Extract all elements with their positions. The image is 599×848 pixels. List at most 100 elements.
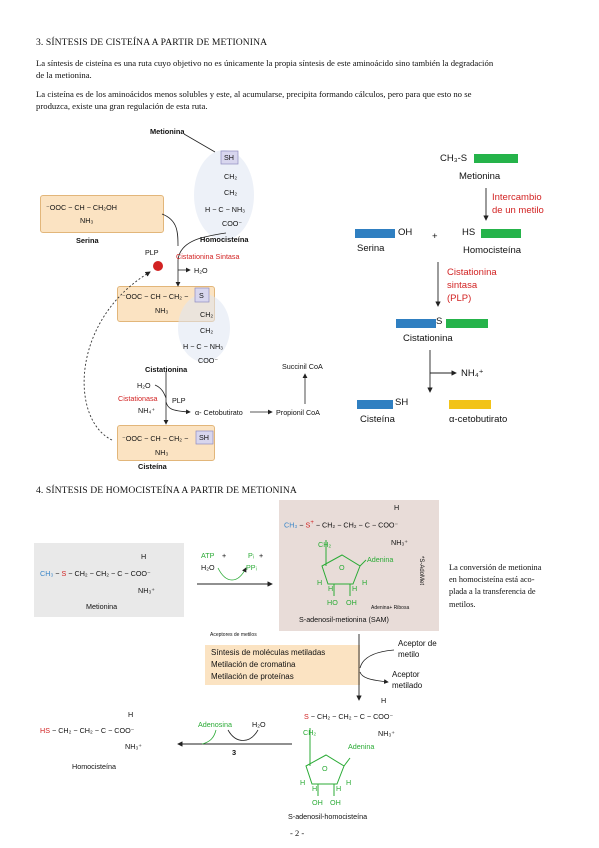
- serina-box: [40, 195, 164, 233]
- ch2-b: CH₂: [224, 188, 238, 197]
- serina-formula: ⁻OOC − CH − CH₂OH: [46, 203, 117, 212]
- h2o-4-label: H₂O: [252, 720, 266, 729]
- succinil-label: Succinil CoA: [282, 362, 323, 371]
- sah-h4: H: [346, 778, 352, 787]
- serina-label: Serina: [76, 236, 99, 245]
- homocisteina-green-bar: [481, 229, 521, 238]
- cistationina-label: Cistationina: [145, 365, 188, 374]
- cisteina-nh3: NH₃: [155, 448, 169, 457]
- homocisteina-label-2: Homocisteína: [463, 245, 522, 256]
- met-label: Metionina: [86, 602, 118, 611]
- hom-formula: HS − CH₂ − CH₂ − C − COO⁻: [40, 726, 135, 735]
- h2o-label: H₂O: [194, 266, 208, 275]
- aceptores-box: [205, 645, 360, 685]
- sah-adenina: Adenina: [348, 742, 375, 751]
- metionina-green-bar: [474, 154, 518, 163]
- met-ch3: CH₃: [40, 569, 54, 578]
- ch2-d: CH₂: [200, 326, 214, 335]
- sah-oh1: OH: [312, 798, 323, 807]
- side-line4: metilos.: [449, 599, 476, 609]
- coo-2: COO⁻: [198, 356, 219, 365]
- cetobutirato-label: α- Cetobutirato: [195, 408, 243, 417]
- sah-h2: H: [312, 784, 318, 793]
- cisteina-label: Cisteína: [138, 462, 167, 471]
- sah-h1: H: [300, 778, 306, 787]
- hc-line-2: H − C − NH₃: [183, 342, 224, 351]
- cistationina-formula: ⁻OOC − CH − CH₂ −: [122, 292, 189, 301]
- ring-ho: HO: [327, 598, 338, 607]
- cistationasa-label: Cistationasa: [118, 394, 158, 403]
- nh4-label: NH₄⁺: [138, 406, 156, 415]
- sh-group: SH: [224, 153, 234, 162]
- sam-h: H: [394, 503, 400, 512]
- ch3s-label: CH₃-S: [440, 153, 468, 164]
- homocisteina-label: Homocisteína: [200, 235, 249, 244]
- oh-label: OH: [398, 227, 413, 238]
- ring-oh: OH: [346, 598, 357, 607]
- section3-heading: 3. SÍNTESIS DE CISTEÍNA A PARTIR DE METI…: [36, 37, 268, 48]
- sah-o: O: [322, 764, 328, 773]
- sadomet-label: *S-AdoMet: [418, 556, 424, 586]
- plus-2: +: [259, 551, 264, 560]
- cistationina-green-bar: [446, 319, 488, 328]
- sh-2-group: SH: [199, 433, 209, 442]
- para2-line2: produzca, existe una gran regulación de …: [36, 100, 208, 111]
- coo-1: COO⁻: [222, 219, 243, 228]
- acc-line3: Metilación de proteínas: [211, 672, 294, 681]
- cist-sintasa-l3: (PLP): [447, 293, 472, 304]
- sah-formula: S − CH₂ − CH₂ − C − COO⁻: [304, 712, 394, 721]
- sah-label: S-adenosil-homocisteína: [288, 812, 368, 821]
- intercambio-l1: Intercambio: [492, 192, 542, 203]
- cistationina-blue-bar: [396, 319, 436, 328]
- hom-rest: CH₂ − CH₂ − C − COO⁻: [58, 726, 135, 735]
- adenina-ribosa: Adenina+ Ribosa: [371, 605, 410, 611]
- sam-ch2: CH₂: [318, 540, 332, 549]
- met-nh3: NH₃⁺: [138, 586, 156, 595]
- hom-nh3: NH₃⁺: [125, 742, 143, 751]
- cistationina-label-2: Cistationina: [403, 333, 453, 344]
- met-h: H: [141, 552, 147, 561]
- ring-h3: H: [352, 584, 358, 593]
- ring-h4: H: [362, 578, 368, 587]
- met-rest: CH₂ − CH₂ − C − COO⁻: [74, 569, 151, 578]
- cist-sintasa-l1: Cistationina: [447, 267, 497, 278]
- adenosina-label: Adenosina: [198, 720, 232, 729]
- h2o-3-label: H₂O: [201, 563, 215, 572]
- plp-2-label: PLP: [172, 396, 186, 405]
- serina-nh3: NH₃: [80, 216, 94, 225]
- serina-label-2: Serina: [357, 243, 385, 254]
- pi-label: Pᵢ: [248, 551, 254, 560]
- ppi-label: PPᵢ: [246, 563, 257, 572]
- propionil-label: Propionil CoA: [276, 408, 320, 417]
- atp-label: ATP: [201, 551, 215, 560]
- sah-nh3: NH₃⁺: [378, 729, 396, 738]
- plus-1: +: [222, 551, 227, 560]
- para1-line2: de la metionina.: [36, 69, 92, 80]
- aceptor-l1: Aceptor de: [398, 639, 437, 648]
- sah-ch2: CH₂: [303, 728, 317, 737]
- sam-plus: +: [310, 520, 314, 526]
- sah-rest: CH₂ − CH₂ − C − COO⁻: [317, 712, 394, 721]
- sah-h: H: [381, 696, 387, 705]
- met-formula: CH₃ − S − CH₂ − CH₂ − C − COO⁻: [40, 569, 151, 578]
- aceptores-title: Aceptores de metilos: [210, 632, 257, 638]
- s-group: S: [199, 291, 204, 300]
- paragraph-1: La síntesis de cisteína es una ruta cuyo…: [36, 58, 563, 81]
- hc-line-1: H − C − NH₃: [205, 205, 246, 214]
- serina-blue-bar: [355, 229, 395, 238]
- cisteina-formula: ⁻OOC − CH − CH₂ −: [122, 434, 189, 443]
- para1-line1: La síntesis de cisteína es una ruta cuyo…: [36, 58, 494, 68]
- side-line1: La conversión de metionina: [449, 563, 542, 572]
- step-number: 3: [232, 748, 237, 757]
- section4-heading: 4. SÍNTESIS DE HOMOCISTEÍNA A PARTIR DE …: [36, 485, 297, 496]
- acc-line2: Metilación de cromatina: [211, 660, 296, 669]
- cetobutirato-yellow-bar: [449, 400, 491, 409]
- sah-oh2: OH: [330, 798, 341, 807]
- s-label: S: [436, 316, 443, 327]
- sam-ch3: CH₃: [284, 520, 298, 530]
- side-line3: plada a la transferencia de: [449, 587, 536, 597]
- cistationina-sintasa-label: Cistationina Sintasa: [176, 252, 240, 261]
- sah-h3: H: [336, 784, 342, 793]
